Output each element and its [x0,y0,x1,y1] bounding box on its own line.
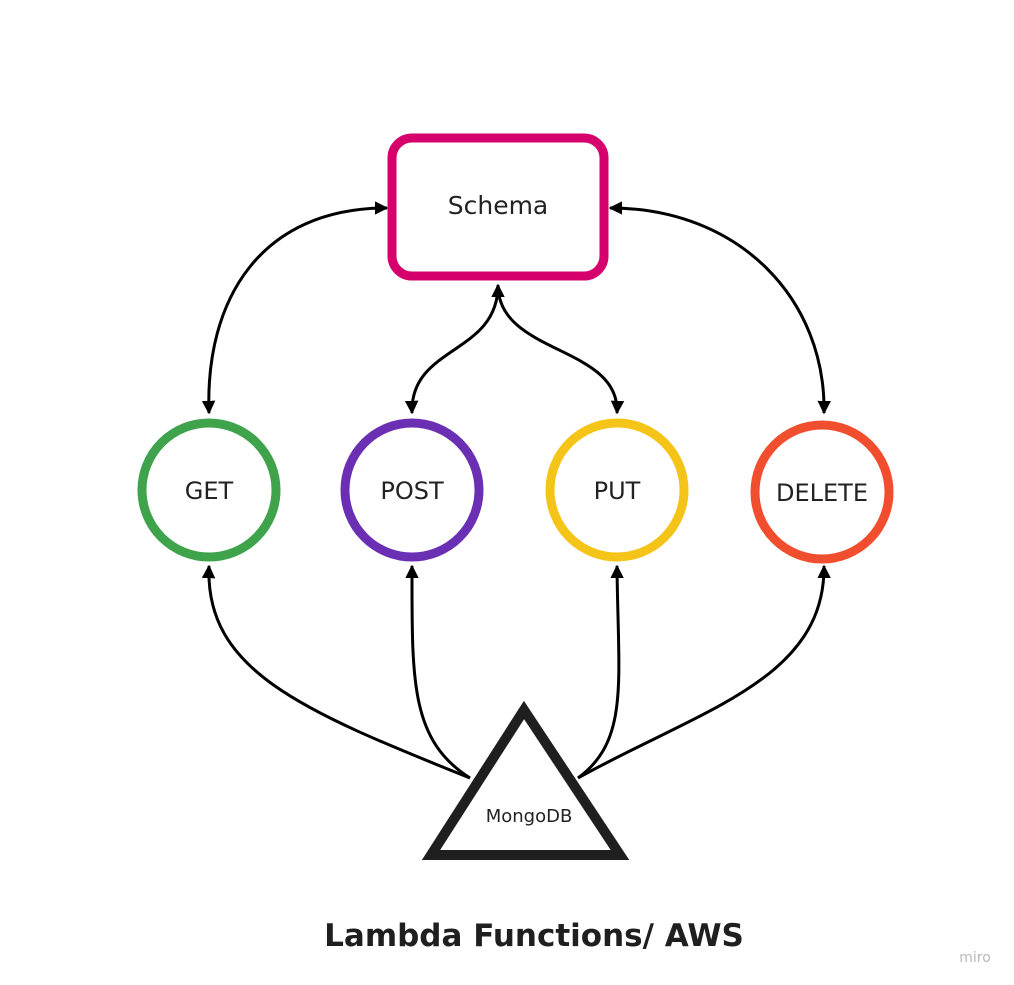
schema-label: Schema [448,191,549,220]
put-node: PUT [545,418,689,562]
schema-box [387,133,609,281]
connector-schema-put [496,284,625,415]
delete-label: DELETE [776,479,868,507]
mongodb-label: MongoDB [486,806,573,827]
mongodb-connectors [201,564,831,780]
connector-schema-get [201,201,389,415]
post-circle [340,418,484,562]
get-node: GET [137,418,281,562]
connector-mongodb-delete [577,564,831,780]
schema-node: Schema [387,133,609,281]
mongodb-triangle [421,700,630,860]
get-label: GET [185,477,234,505]
connector-mongodb-post [405,564,471,780]
post-node: POST [340,418,484,562]
connector-mongodb-put [577,564,624,780]
delete-node: DELETE [750,420,894,564]
post-label: POST [380,477,444,505]
connector-schema-post [404,283,505,415]
miro-watermark: miro [959,950,991,966]
schema-connectors [201,201,831,415]
get-circle [137,418,281,562]
delete-circle [750,420,894,564]
mongodb-node: MongoDB [421,700,630,860]
put-label: PUT [594,477,641,505]
connector-schema-delete [608,201,831,415]
diagram-title: Lambda Functions/ AWS [324,918,744,954]
put-circle [545,418,689,562]
connector-mongodb-get [201,564,471,780]
